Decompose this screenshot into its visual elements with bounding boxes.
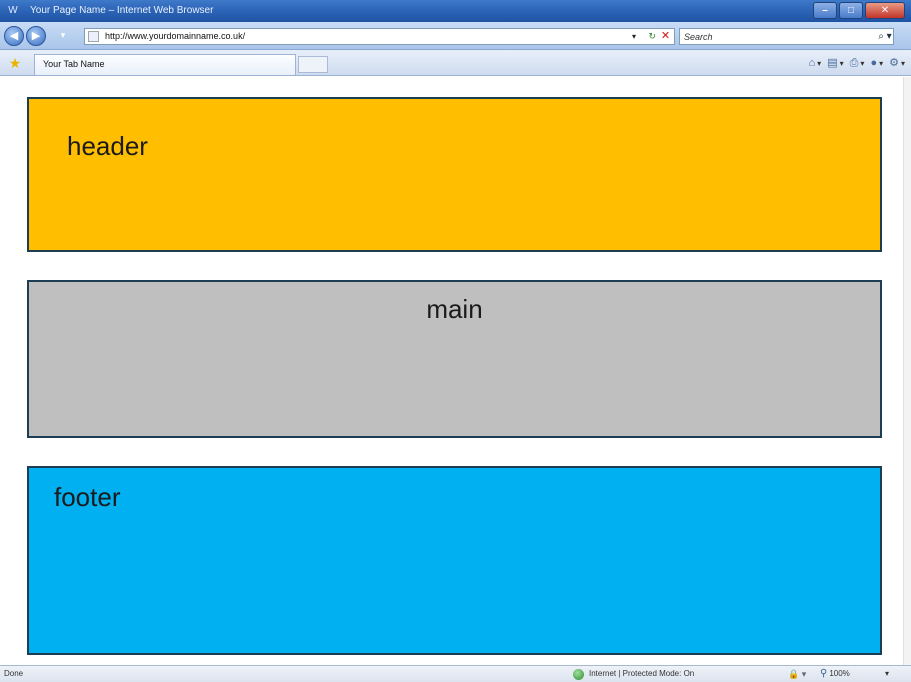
forward-arrow-icon: ▶ [31, 30, 41, 42]
url-dropdown-icon[interactable]: ▾ [631, 32, 636, 41]
url-text: http://www.yourdomainname.co.uk/ [105, 31, 246, 41]
minimize-button[interactable]: – [813, 2, 837, 19]
feeds-icon[interactable]: ▤▾ [827, 56, 844, 69]
address-bar: ◀ ▶ ▾ http://www.yourdomainname.co.uk/ ▾… [0, 22, 911, 50]
stop-icon[interactable]: ✕ [660, 30, 671, 42]
tools-icon[interactable]: ⚙▾ [889, 56, 905, 69]
tab-label: Your Tab Name [43, 59, 105, 69]
header-section: header [27, 97, 882, 252]
window-title: Your Page Name – Internet Web Browser [30, 5, 214, 16]
header-label: header [67, 131, 148, 161]
url-field[interactable]: http://www.yourdomainname.co.uk/ ▾ ↻ ✕ [84, 28, 675, 45]
back-button[interactable]: ◀ [4, 26, 24, 46]
forward-button[interactable]: ▶ [26, 26, 46, 46]
page-icon [88, 31, 99, 42]
page-content: header main footer [0, 77, 911, 665]
vertical-scrollbar[interactable] [903, 77, 911, 665]
print-icon[interactable]: ⎙▾ [849, 56, 865, 69]
main-label: main [426, 294, 483, 324]
recent-pages-dropdown-icon[interactable]: ▾ [60, 30, 66, 40]
window-controls: – □ ✕ [813, 2, 905, 20]
refresh-icon[interactable]: ↻ [648, 31, 656, 41]
tab-bar: ★ Your Tab Name ⌂▾ ▤▾ ⎙▾ ●▾ ⚙▾ [0, 50, 911, 76]
status-bar: Done Internet | Protected Mode: On 🔒 ▾ ⚲… [0, 665, 911, 682]
command-bar: ⌂▾ ▤▾ ⎙▾ ●▾ ⚙▾ [809, 54, 905, 72]
home-icon[interactable]: ⌂▾ [808, 56, 822, 69]
zoom-magnifier-icon: ⚲ [820, 668, 828, 679]
tab-current[interactable]: Your Tab Name [34, 54, 296, 75]
status-text: Done [4, 669, 24, 678]
zoom-dropdown-icon[interactable]: ▾ [885, 669, 890, 678]
search-icon[interactable]: ⌕ ▾ [878, 31, 892, 42]
footer-label: footer [54, 482, 121, 512]
favorites-star-icon[interactable]: ★ [8, 55, 22, 71]
footer-section: footer [27, 466, 882, 655]
close-button[interactable]: ✕ [865, 2, 905, 19]
browser-app-icon: W [8, 5, 18, 16]
lock-icon[interactable]: 🔒 ▾ [788, 669, 807, 679]
new-tab-button[interactable] [298, 56, 328, 73]
back-arrow-icon: ◀ [9, 30, 19, 42]
security-zone-text[interactable]: Internet | Protected Mode: On [589, 669, 695, 678]
main-section: main [27, 280, 882, 438]
title-bar: W Your Page Name – Internet Web Browser … [0, 0, 911, 22]
zoom-level[interactable]: ⚲100% [820, 668, 850, 679]
page-icon[interactable]: ●▾ [870, 56, 884, 69]
search-input[interactable] [679, 28, 894, 45]
internet-zone-icon [573, 669, 584, 680]
maximize-button[interactable]: □ [839, 2, 863, 19]
